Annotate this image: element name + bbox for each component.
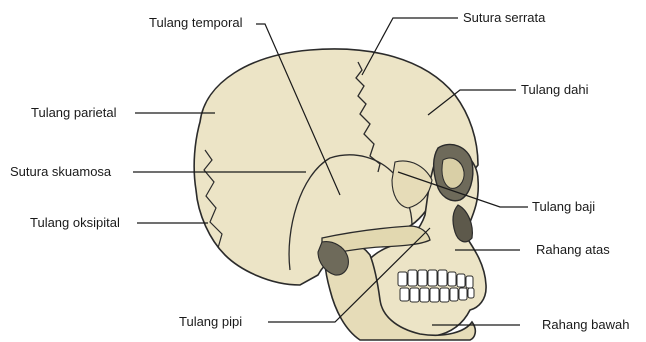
label-tulang-baji: Tulang baji [532,199,595,214]
label-rahang-atas: Rahang atas [536,242,610,257]
label-tulang-oksipital: Tulang oksipital [30,215,120,230]
label-rahang-bawah: Rahang bawah [542,317,629,332]
lower-teeth [400,288,474,302]
label-sutura-serrata: Sutura serrata [463,10,545,25]
label-tulang-parietal: Tulang parietal [31,105,117,120]
label-tulang-dahi: Tulang dahi [521,82,588,97]
label-sutura-skuamosa: Sutura skuamosa [10,164,111,179]
label-tulang-pipi: Tulang pipi [179,314,242,329]
label-tulang-temporal: Tulang temporal [149,15,242,30]
